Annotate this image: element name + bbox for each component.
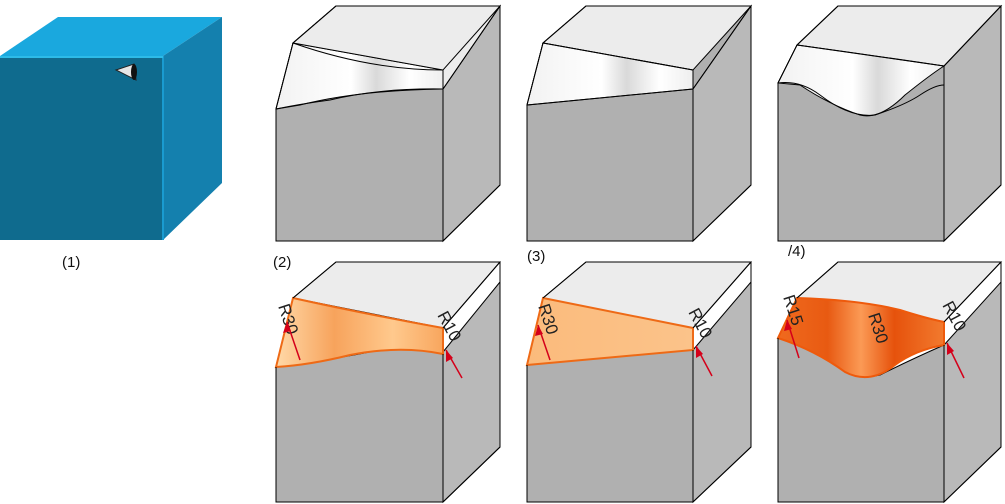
cube-panel-4-top bbox=[777, 4, 1003, 243]
cube-panel-2-top bbox=[275, 4, 502, 243]
cube-top-face bbox=[0, 17, 222, 56]
cube-right-face bbox=[163, 17, 222, 240]
cube-panel-3-top bbox=[526, 4, 753, 243]
caption-3: (3) bbox=[527, 248, 546, 265]
cube-panel-3-bottom bbox=[525, 261, 753, 504]
cube-panel-1 bbox=[0, 17, 222, 240]
fillet-surface-panel-4 bbox=[776, 296, 945, 379]
caption-1: (1) bbox=[62, 254, 81, 271]
caption-2: (2) bbox=[273, 254, 292, 271]
fillet-surface-panel-2 bbox=[274, 296, 444, 369]
cube-front-face bbox=[0, 56, 163, 240]
cube-panel-4-bottom bbox=[776, 261, 1003, 504]
cube-panel-2-bottom bbox=[274, 261, 502, 504]
caption-4: /4) bbox=[788, 243, 806, 260]
